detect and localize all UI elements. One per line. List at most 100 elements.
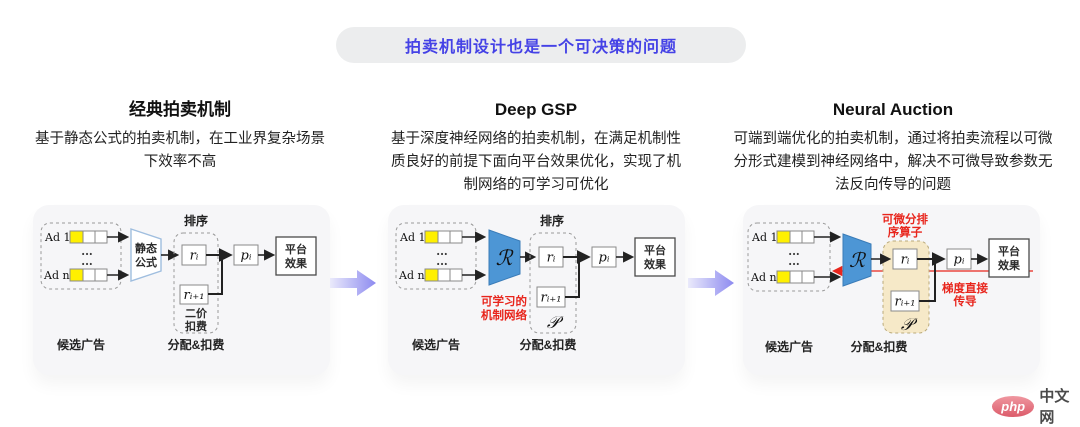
second-price-label-line1: 二价 [185,307,208,320]
learnable-network-label-line1: 可学习的 [481,294,527,308]
alloc-charge-label: 分配&扣费 [520,337,577,352]
static-formula-label-line1: 静态 [135,241,157,255]
diff-sort-label-line1: 可微分排 [882,212,928,226]
column-classic-auction: 经典拍卖机制 基于静态公式的拍卖机制，在工业界复杂场景下效率不高 [30,99,330,174]
platform-label-line1: 平台 [285,242,307,256]
adn-cell [437,268,451,282]
mechanism-r-symbol: ℛ [849,248,867,272]
pi-value: pᵢ [599,251,610,266]
classic-auction-diagram-card: Ad 1 ... ... Ad n 静态 公式 排序 rᵢ rᵢ₊₁ 二价 扣费… [33,205,330,375]
diff-sort-label-line2: 序算子 [888,225,923,239]
adn-label: Ad n [43,269,70,282]
second-price-label-line2: 扣费 [185,319,207,333]
adn-cell [449,268,463,282]
transition-arrow-icon [688,270,734,296]
column-neural-auction: Neural Auction 可端到端优化的拍卖机制，通过将拍卖流程以可微分形式… [733,99,1053,197]
ad1-label: Ad 1 [399,231,425,244]
neural-auction-description: 可端到端优化的拍卖机制，通过将拍卖流程以可微分形式建模到神经网络中，解决不可微导… [733,131,1053,193]
column-deep-gsp: Deep GSP 基于深度神经网络的拍卖机制，在满足机制性质良好的前提下面向平台… [386,99,686,197]
candidate-ads-box [747,222,831,292]
platform-label-line2: 效果 [644,257,666,271]
payment-p-symbol: 𝒫 [547,313,564,333]
ads-ellipsis: ... [436,255,448,268]
ri-value: rᵢ [547,251,556,266]
deep-gsp-description: 基于深度神经网络的拍卖机制，在满足机制性质良好的前提下面向平台效果优化，实现了机… [391,131,681,193]
ri1-join-line [919,259,936,302]
candidate-ads-box [40,222,122,290]
ad1-yellow-cell [69,230,84,244]
adn-yellow-cell [69,268,84,282]
candidate-ads-label: 候选广告 [412,337,460,352]
adn-yellow-cell [776,270,791,284]
static-formula-trapezoid [130,228,162,282]
ri1-join-line [565,257,580,298]
ads-ellipsis: ... [788,245,800,258]
mechanism-network-trapezoid [488,229,521,286]
ad1-label: Ad 1 [44,231,70,244]
banner-title: 拍卖机制设计也是一个可决策的问题 [404,39,677,56]
adn-cell [82,268,96,282]
gradient-label-line2: 传导 [953,294,977,308]
php-logo-icon: php [992,395,1035,417]
static-formula-label-line2: 公式 [135,255,157,269]
classic-auction-diagram: Ad 1 ... ... Ad n 静态 公式 排序 rᵢ rᵢ₊₁ 二价 扣费… [40,213,317,352]
ads-ellipsis: ... [788,255,800,268]
deep-gsp-heading: Deep GSP [494,100,578,119]
ri1-value: rᵢ₊₁ [184,288,205,303]
deep-gsp-diagram: Ad 1 ... ... Ad n ℛ 可学习的 机制网络 排序 rᵢ rᵢ₊₁… [395,213,676,352]
ri1-join-line [208,255,223,295]
ad1-yellow-cell [776,230,791,244]
ad1-cell [94,230,108,244]
gradient-label-line1: 梯度直接 [942,281,988,295]
ad1-cell [449,230,463,244]
candidate-ads-group: Ad 1 ... ... Ad n [395,222,477,290]
alloc-charge-label: 分配&扣费 [168,337,225,352]
ad1-cell [437,230,451,244]
platform-effect-box [988,238,1030,278]
watermark-site-name: 中文网 [1039,388,1070,426]
ads-ellipsis: ... [436,245,448,258]
adn-cell [94,268,108,282]
adn-yellow-cell [424,268,439,282]
title-banner: 拍卖机制设计也是一个可决策的问题 [336,27,746,63]
platform-label-line1: 平台 [644,243,666,257]
watermark: php 中文网 [992,385,1080,427]
adn-label: Ad n [398,269,425,282]
deep-gsp-diagram-card: Ad 1 ... ... Ad n ℛ 可学习的 机制网络 排序 rᵢ rᵢ₊₁… [388,205,685,375]
classic-auction-description: 基于静态公式的拍卖机制，在工业界复杂场景下效率不高 [35,131,325,170]
candidate-ads-label: 候选广告 [57,337,105,352]
learnable-network-label-line2: 机制网络 [481,308,527,322]
platform-effect-box [275,236,317,276]
pi-value: pᵢ [241,249,252,264]
rank-label: 排序 [184,213,208,228]
adn-cell [801,270,815,284]
mechanism-network-trapezoid [842,233,872,287]
ad1-cell [82,230,96,244]
mechanism-r-symbol: ℛ [496,246,514,270]
ad1-cell [789,230,803,244]
neural-auction-heading: Neural Auction [832,100,954,119]
ads-ellipsis: ... [81,255,93,268]
rank-box [529,232,577,334]
ad1-label: Ad 1 [751,231,777,244]
adn-cell [789,270,803,284]
ri1-value: rᵢ₊₁ [895,295,916,310]
adn-label: Ad n [750,271,777,284]
platform-label-line2: 效果 [998,258,1020,272]
neural-auction-diagram: Ad 1 ... ... Ad n ℛ 可微分排 序算子 rᵢ rᵢ₊₁ 𝒫 p… [747,212,1033,354]
rank-box [173,232,219,334]
classic-auction-heading: 经典拍卖机制 [129,100,231,119]
ad1-cell [801,230,815,244]
candidate-ads-label: 候选广告 [765,339,813,354]
candidate-ads-group: Ad 1 ... ... Ad n [747,222,831,292]
ads-ellipsis: ... [81,245,93,258]
candidate-ads-group: Ad 1 ... ... Ad n [40,222,122,290]
platform-label-line2: 效果 [285,256,307,270]
alloc-charge-label: 分配&扣费 [851,339,908,354]
candidate-ads-box [395,222,477,290]
neural-auction-diagram-card: Ad 1 ... ... Ad n ℛ 可微分排 序算子 rᵢ rᵢ₊₁ 𝒫 p… [743,205,1040,375]
ad1-yellow-cell [424,230,439,244]
transition-arrow-icon [330,270,376,296]
ri-value: rᵢ [190,249,199,264]
platform-effect-box [634,237,676,277]
